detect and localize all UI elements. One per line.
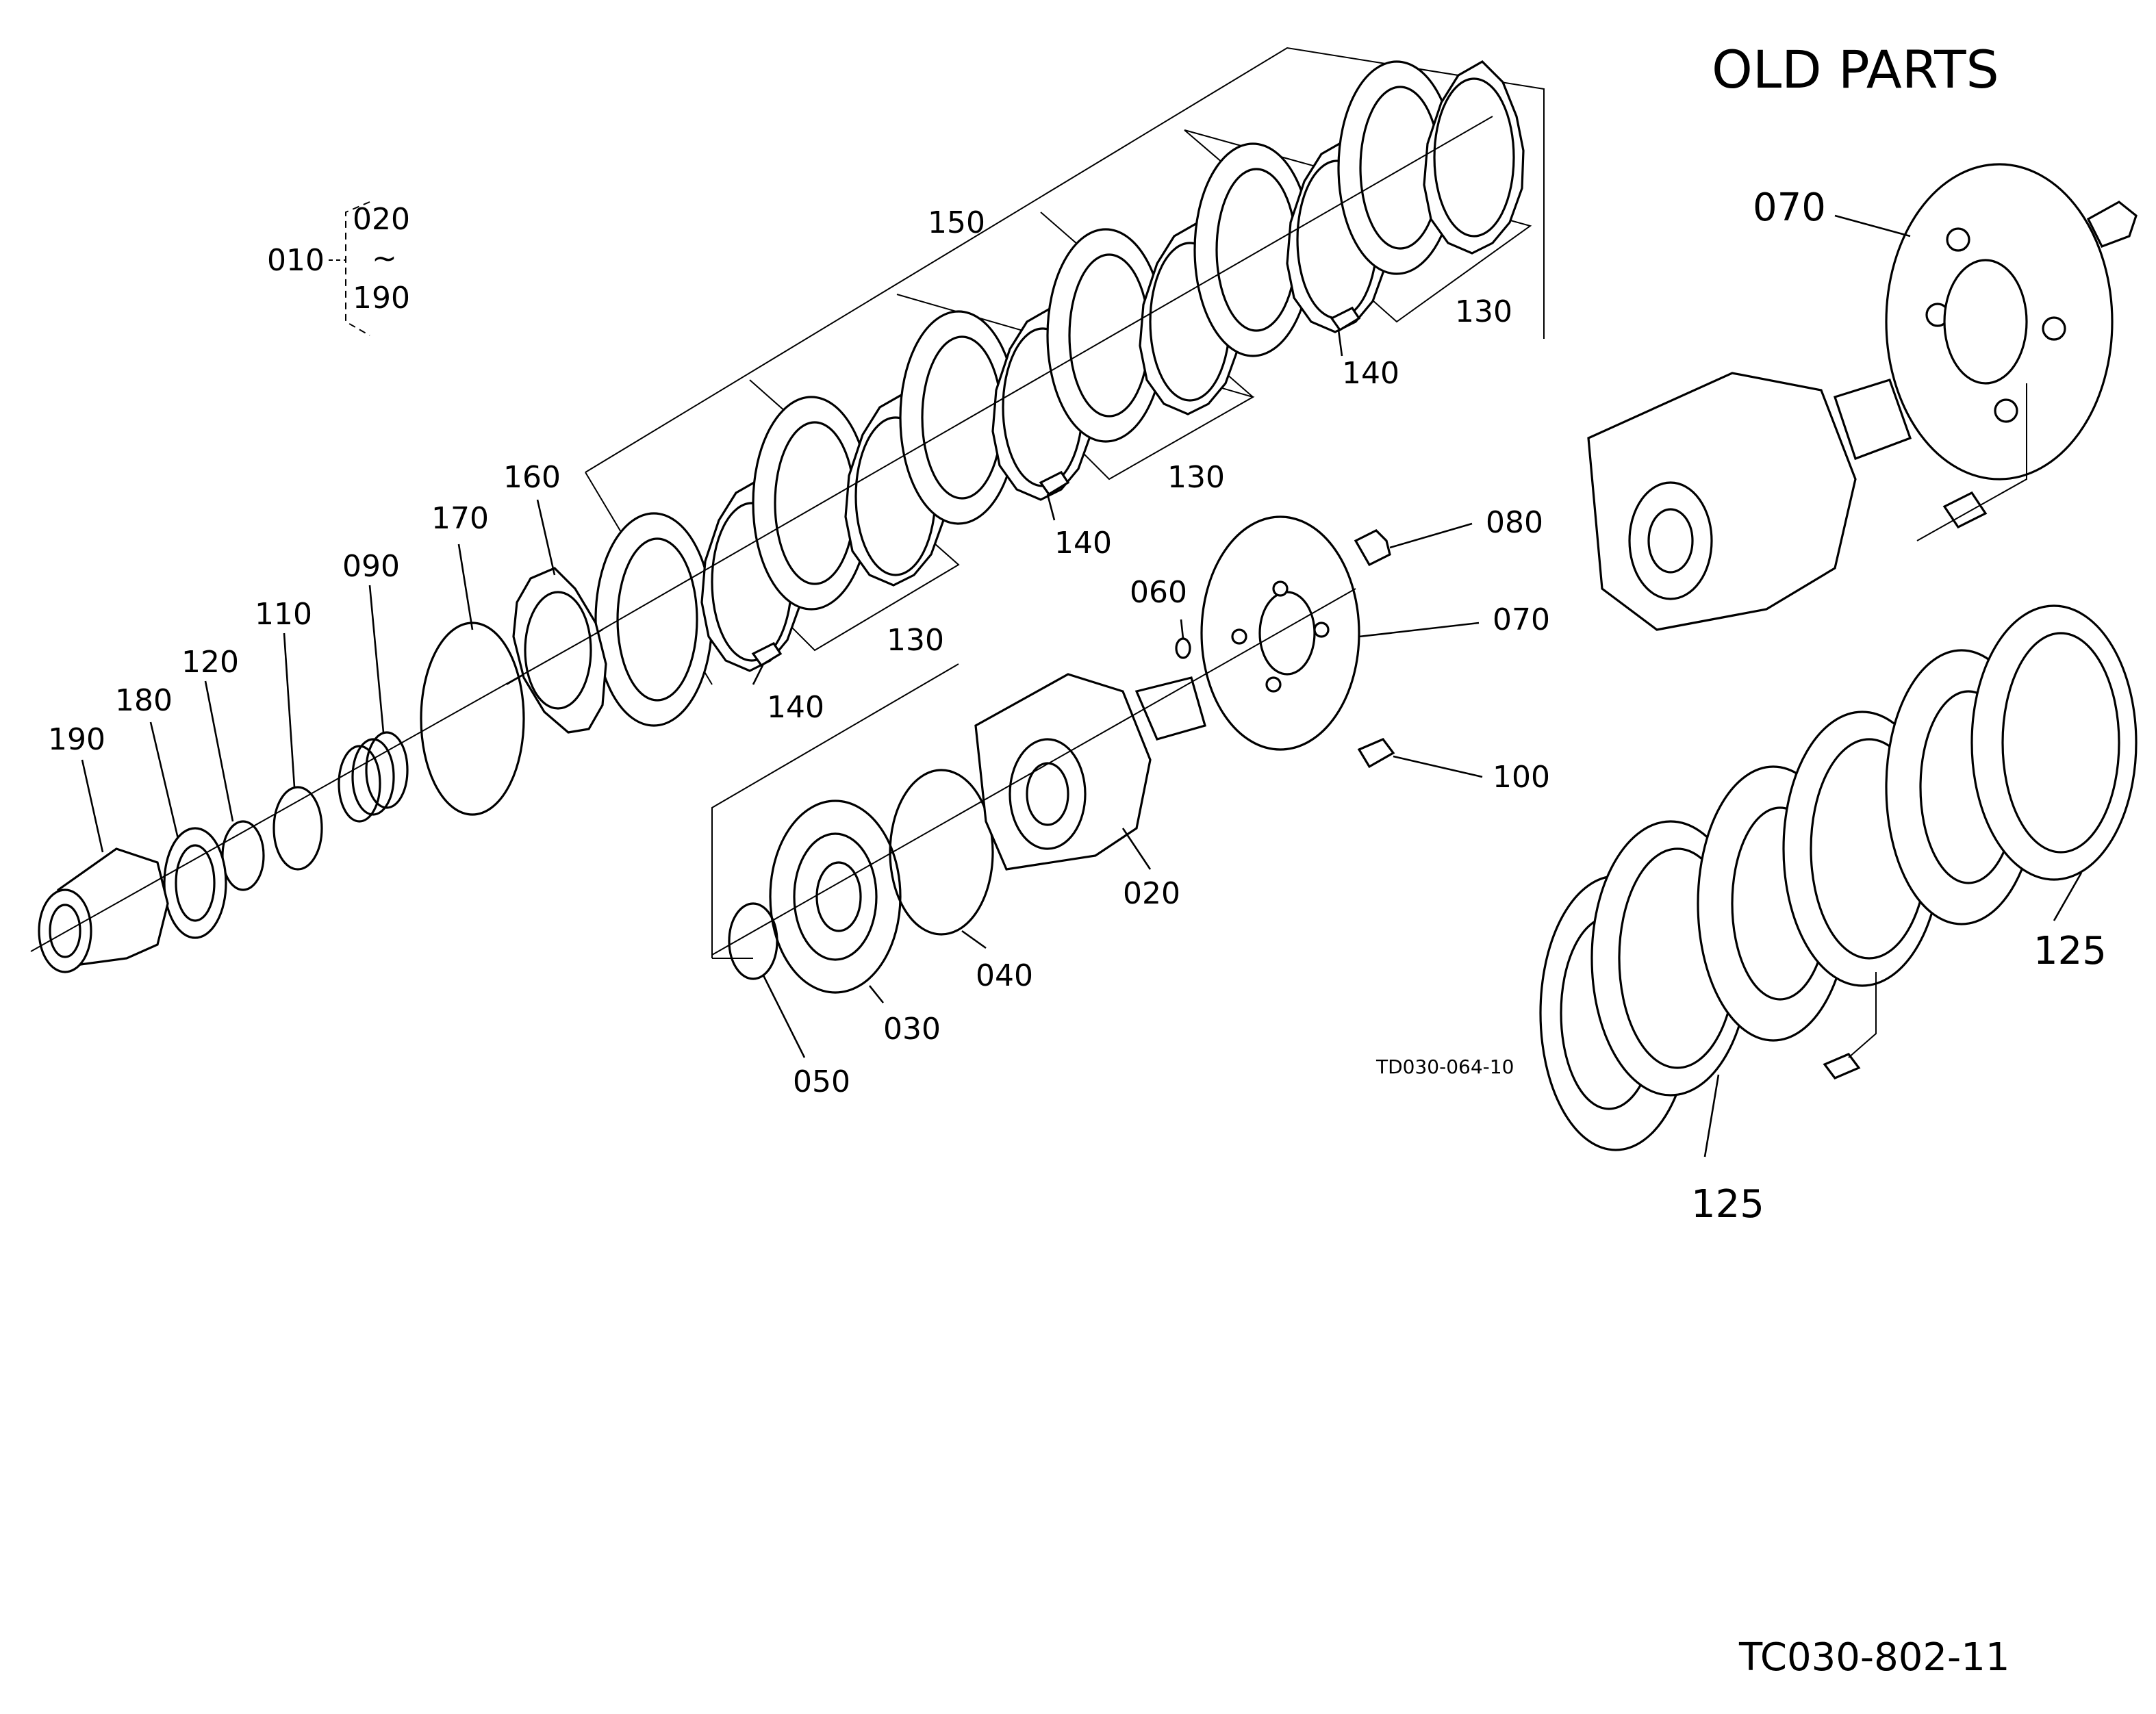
snap-ring-170	[420, 622, 525, 816]
old-plate-070	[1885, 163, 2114, 481]
friction-disc-2	[752, 396, 871, 611]
old-bolt	[2086, 201, 2138, 248]
o-ring-050	[728, 902, 778, 980]
label-170: 170	[431, 501, 489, 536]
part-labels: OLD PARTS TC030-802-11 TD030-064-10 010 …	[48, 39, 2107, 1680]
label-050: 050	[793, 1064, 850, 1099]
assembly-range-sep: ~	[372, 241, 397, 276]
o-ring-040	[889, 769, 994, 936]
assembly-range-end: 190	[353, 281, 410, 316]
seal-180	[163, 827, 227, 939]
drum-020	[974, 673, 1206, 871]
label-130-b: 130	[1167, 460, 1225, 495]
label-030: 030	[883, 1012, 941, 1047]
label-070: 070	[1493, 602, 1550, 637]
label-120: 120	[181, 645, 239, 680]
assembly-range-start: 020	[353, 202, 410, 237]
pin-140-b	[1039, 470, 1070, 496]
label-100: 100	[1493, 760, 1550, 795]
label-140-a: 140	[767, 690, 824, 725]
figure-code: TC030-802-11	[1738, 1635, 2009, 1680]
label-020: 020	[1123, 876, 1180, 911]
steel-plate-6	[1423, 60, 1525, 255]
pin-140-a	[751, 641, 783, 667]
washer-110	[272, 786, 323, 871]
label-090: 090	[342, 549, 400, 584]
old-drum	[1587, 372, 1912, 631]
label-160: 160	[503, 460, 561, 495]
label-190: 190	[48, 722, 105, 757]
piston-030	[769, 800, 902, 994]
friction-disc-4	[1046, 228, 1165, 443]
old-pin	[1823, 1053, 1861, 1079]
pin-140-c	[1330, 306, 1361, 332]
assembly-ref: 010	[267, 243, 325, 278]
label-040: 040	[976, 958, 1033, 993]
friction-disc-6	[1337, 60, 1456, 275]
old-steel-plate-c	[1970, 604, 2138, 881]
clutch-plate-pack	[506, 47, 1545, 727]
label-old-125-a: 125	[2033, 929, 2107, 973]
plate-070	[1200, 515, 1360, 751]
title-old-parts: OLD PARTS	[1712, 39, 1999, 100]
ring-160	[512, 567, 607, 734]
friction-disc-1	[594, 512, 713, 727]
label-130-c: 130	[1455, 294, 1512, 329]
o-ring-060	[1175, 637, 1191, 659]
label-110: 110	[255, 597, 312, 632]
spring-090	[338, 731, 409, 823]
hub-190	[38, 847, 169, 973]
label-060: 060	[1130, 575, 1187, 610]
label-080: 080	[1486, 505, 1543, 540]
spring-100	[1357, 738, 1395, 769]
leader-lines	[81, 214, 2083, 1157]
label-140-b: 140	[1054, 526, 1112, 561]
label-130-a: 130	[887, 623, 944, 658]
label-140-c: 140	[1342, 356, 1399, 391]
bolt-080	[1354, 529, 1391, 567]
label-old-125-b: 125	[1691, 1182, 1764, 1227]
sub-figure-code: TD030-064-10	[1375, 1056, 1514, 1078]
label-150: 150	[928, 205, 985, 240]
label-old-070: 070	[1753, 186, 1826, 230]
old-plate-pack	[1539, 604, 2138, 1151]
friction-disc-5	[1193, 142, 1312, 357]
label-180: 180	[115, 683, 173, 718]
friction-disc-3	[899, 310, 1018, 525]
